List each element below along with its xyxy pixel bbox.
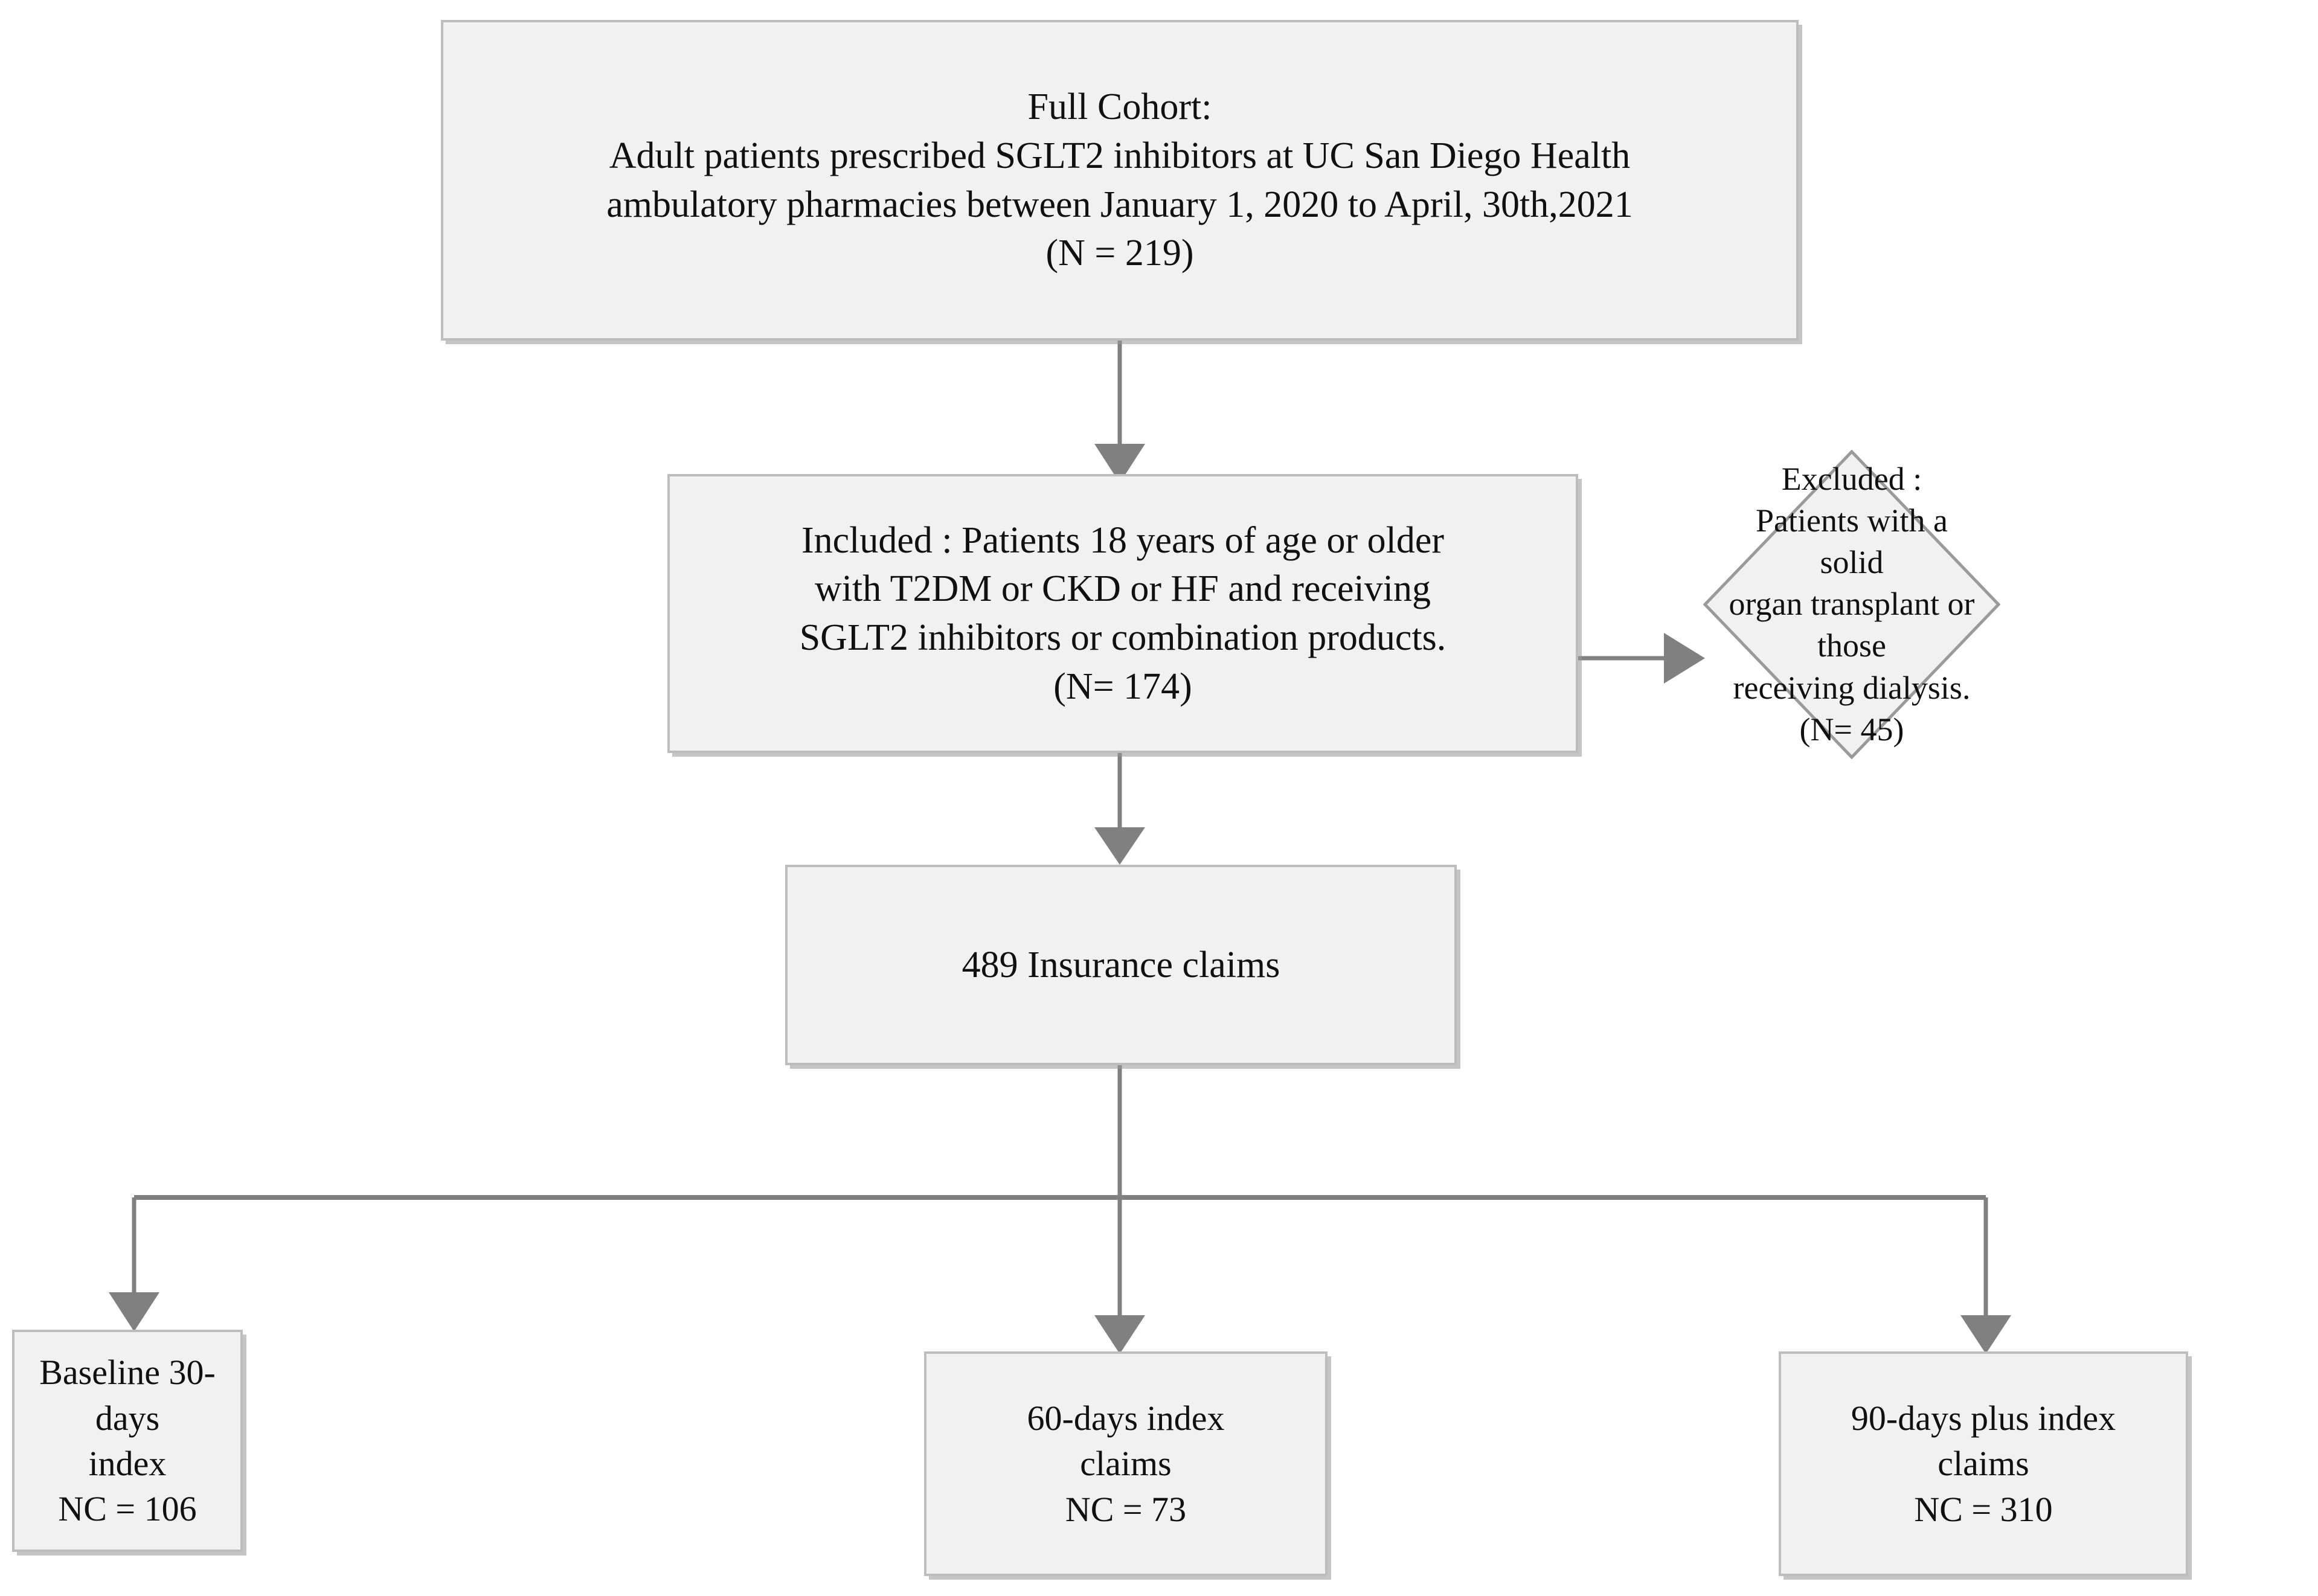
node-insurance-claims: 489 Insurance claims xyxy=(785,865,1457,1065)
node-full-cohort: Full Cohort: Adult patients prescribed S… xyxy=(441,20,1799,341)
node-baseline-30-days-index-label: Baseline 30-days index NC = 106 xyxy=(39,1353,216,1529)
node-baseline-30-days-index: Baseline 30-days index NC = 106 xyxy=(12,1330,243,1552)
edge-branch-to-index-60 xyxy=(1094,1197,1145,1354)
edge-full-cohort-to-included xyxy=(1094,340,1145,483)
node-60-days-index-claims: 60-days index claims NC = 73 xyxy=(924,1351,1328,1576)
node-excluded-label: Excluded : Patients with a solid organ t… xyxy=(1729,461,1975,748)
edge-branch-to-index-90 xyxy=(1960,1197,2011,1354)
node-insurance-claims-label: 489 Insurance claims xyxy=(962,944,1280,985)
edge-claims-to-branch-bar xyxy=(134,1065,1986,1200)
edge-branch-to-baseline-30 xyxy=(109,1197,159,1332)
node-90-days-plus-index-claims: 90-days plus index claims NC = 310 xyxy=(1779,1351,2188,1576)
edge-included-to-claims xyxy=(1094,753,1145,865)
node-full-cohort-label: Full Cohort: Adult patients prescribed S… xyxy=(606,86,1633,274)
node-60-days-index-claims-label: 60-days index claims NC = 73 xyxy=(1027,1398,1225,1529)
node-excluded-diamond: Excluded : Patients with a solid organ t… xyxy=(1703,450,2000,759)
node-90-days-plus-index-claims-label: 90-days plus index claims NC = 310 xyxy=(1851,1398,2116,1529)
diamond-shape xyxy=(1703,450,2000,759)
edge-included-to-excluded xyxy=(1578,633,1705,684)
node-included: Included : Patients 18 years of age or o… xyxy=(667,474,1578,753)
node-included-label: Included : Patients 18 years of age or o… xyxy=(799,519,1446,707)
